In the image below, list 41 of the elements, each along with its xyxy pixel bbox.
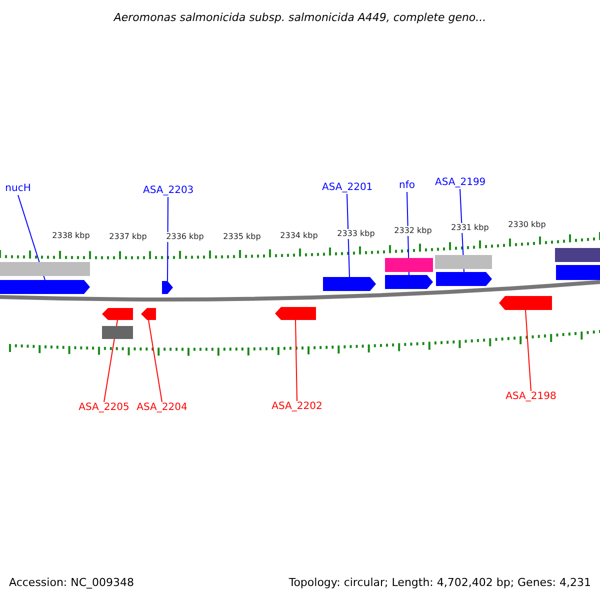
gene-label: ASA_2201	[322, 182, 372, 194]
gene-feature	[141, 308, 156, 320]
scale-label: 2336 kbp	[165, 232, 205, 242]
gene-feature	[499, 296, 552, 310]
gene-label: ASA_2204	[136, 402, 188, 414]
genome-info-text: Topology: circular; Length: 4,702,402 bp; Genes: 4,231	[288, 576, 591, 589]
gene-feature	[323, 277, 376, 291]
gene-feature	[162, 281, 173, 294]
accession-text: Accession: NC_009348	[9, 576, 134, 589]
leader-line	[167, 196, 168, 282]
scale-label: 2332 kbp	[393, 226, 433, 236]
gene-feature	[102, 326, 133, 339]
leader-line	[295, 320, 298, 402]
gene-feature	[556, 265, 600, 280]
leader-line	[525, 310, 532, 392]
gene-label: ASA_2199	[435, 177, 485, 189]
gene-feature	[385, 275, 433, 289]
gene-label: nfo	[398, 180, 416, 192]
scale-label: 2331 kbp	[450, 223, 490, 233]
gene-label: nucH	[5, 183, 31, 195]
scale-label: 2330 kbp	[507, 220, 547, 230]
gene-feature	[435, 255, 492, 269]
scale-label: 2338 kbp	[51, 231, 91, 241]
leader-line	[346, 194, 350, 278]
gene-feature	[0, 280, 90, 294]
scale-label: 2334 kbp	[279, 231, 319, 241]
gene-feature	[102, 308, 133, 320]
leader-line	[148, 320, 162, 402]
scale-label: 2335 kbp	[222, 232, 262, 242]
gene-feature	[275, 307, 316, 320]
gene-label: ASA_2198	[505, 391, 557, 403]
gene-feature	[555, 248, 600, 262]
gene-feature	[385, 258, 433, 272]
gene-feature	[436, 272, 492, 286]
diagram-title: Aeromonas salmonicida subsp. salmonicida A449, complete geno...	[112, 11, 488, 24]
gene-label: ASA_2205	[78, 402, 130, 414]
scale-label: 2337 kbp	[108, 232, 148, 242]
gene-label: ASA_2203	[143, 185, 193, 197]
gene-label: ASA_2202	[271, 401, 323, 413]
scale-label: 2333 kbp	[336, 229, 376, 239]
gene-feature	[0, 262, 90, 276]
